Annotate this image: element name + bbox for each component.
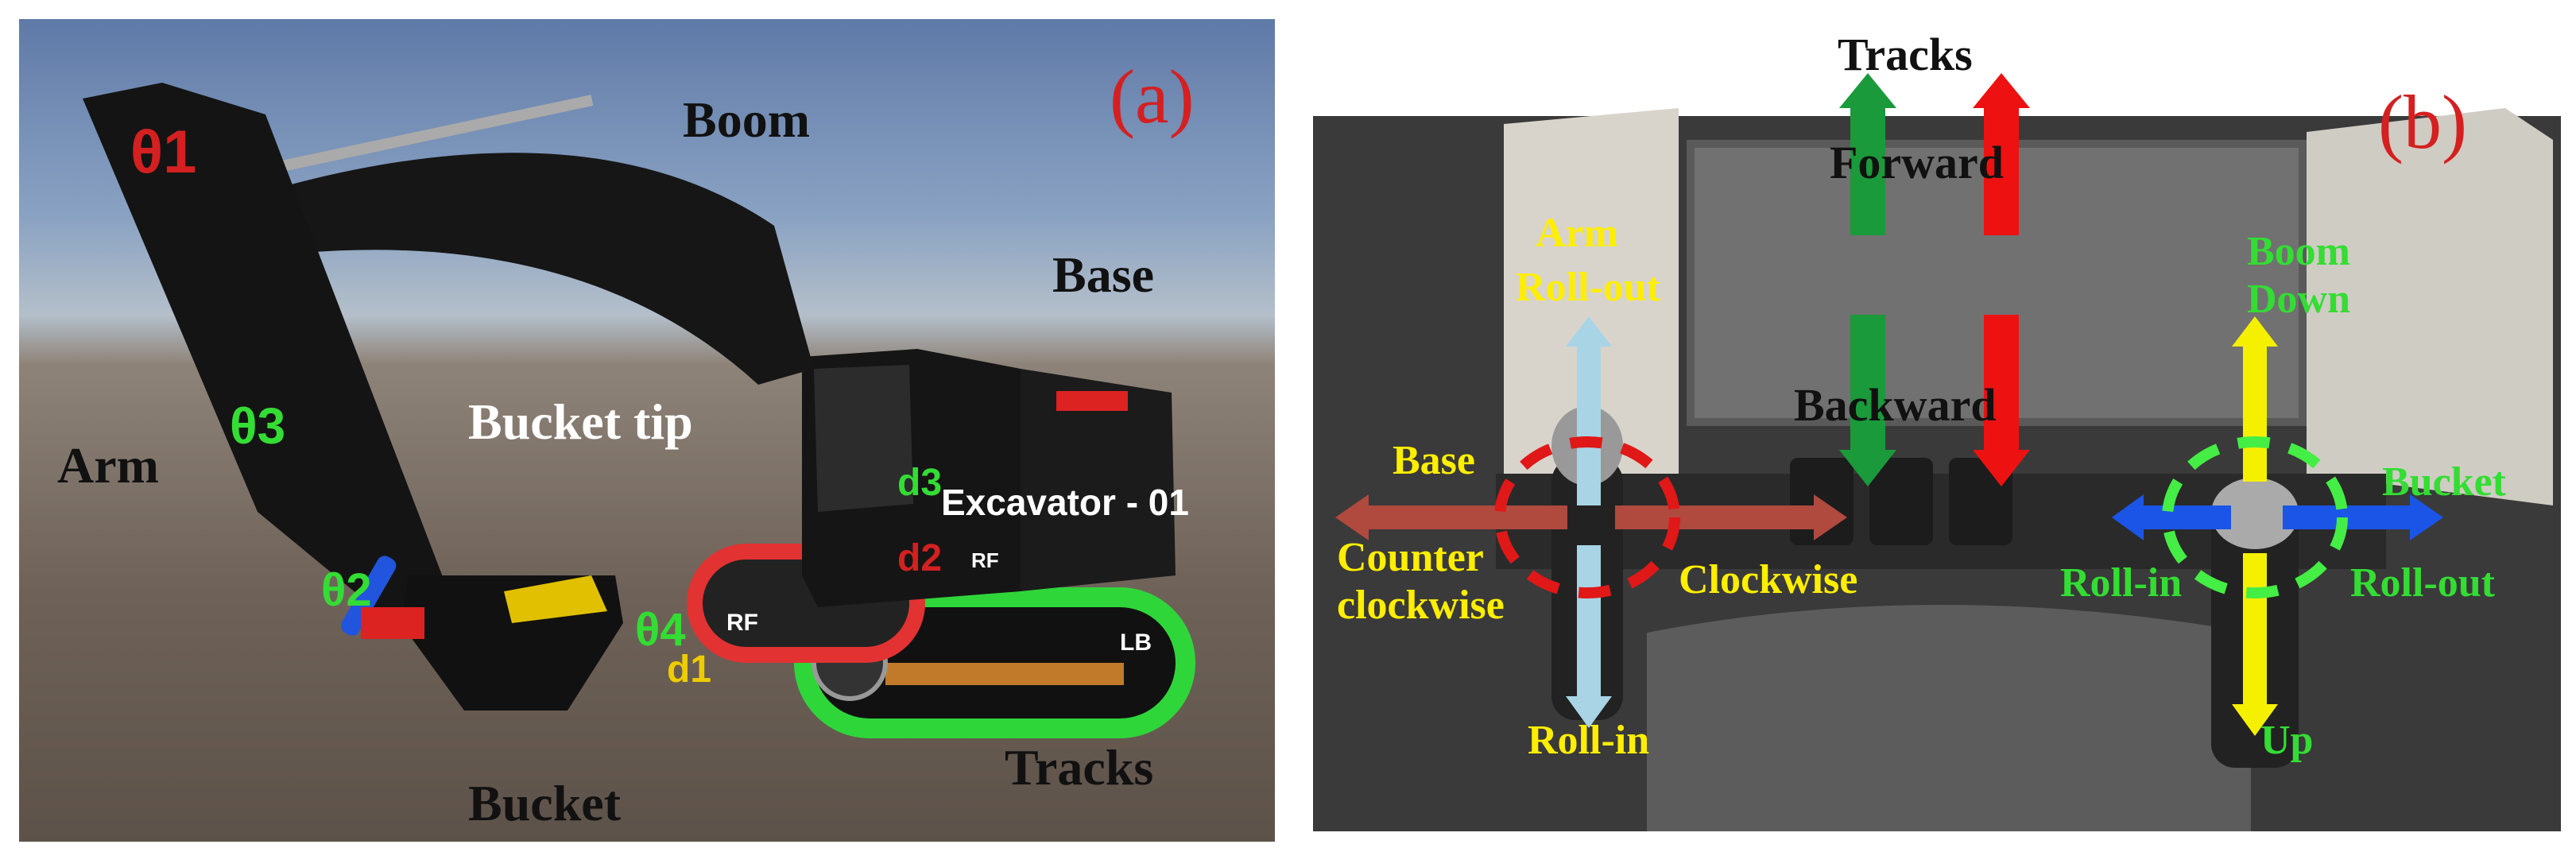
boom-down-arrow	[2232, 316, 2278, 482]
rf-cab-label: RF	[971, 548, 999, 572]
arm-label: Arm	[57, 437, 159, 494]
theta1-label: θ1	[130, 118, 197, 186]
bucket-tip-label: Bucket tip	[468, 393, 693, 450]
d2-label: d2	[897, 537, 943, 579]
cab-name-label: Excavator - 01	[941, 482, 1189, 523]
boom-up-label: Up	[2260, 718, 2314, 763]
panel-a-tag: (a)	[1110, 54, 1195, 139]
tracks-heading: Tracks	[1838, 29, 1973, 80]
left-joystick-dashed-circle	[1494, 436, 1680, 598]
backward-label: Backward	[1794, 379, 1997, 431]
d3-label: d3	[897, 462, 943, 504]
bucket-roll-out-label: Roll-out	[2350, 560, 2495, 606]
forward-arrow-green	[1839, 73, 1896, 235]
forward-label: Forward	[1830, 137, 2005, 188]
base-counterclockwise-arrow	[1335, 494, 1567, 540]
forward-arrow-red	[1973, 73, 2030, 235]
excavator-illustration	[83, 83, 1195, 738]
right-joystick-dashed-circle	[2162, 436, 2348, 598]
panel-a-simulation: (a) θ1 Boom Base Arm θ3 Bucket tip θ2 θ4…	[19, 19, 1275, 842]
boom-label: Boom	[683, 91, 810, 148]
excavator-base	[802, 349, 1176, 607]
rf-label: RF	[726, 610, 758, 636]
base-rotation-label: Base	[1393, 438, 1475, 483]
backward-arrow-red	[1973, 315, 2030, 486]
tracks-label: Tracks	[1005, 739, 1154, 796]
bucket-roll-in-label: Roll-in	[2060, 560, 2183, 606]
counter-clockwise-label: clockwise	[1337, 583, 1505, 628]
boom-label: Boom	[2247, 229, 2350, 274]
backward-arrow-green	[1839, 315, 1896, 486]
theta3-label: θ3	[230, 397, 286, 455]
bucket-roll-in-arrow	[2112, 494, 2231, 540]
panel-b-tag: (b)	[2378, 79, 2467, 165]
theta2-label: θ2	[321, 564, 372, 616]
arm-roll-out-label: Roll-out	[1516, 265, 1660, 310]
arm	[83, 83, 448, 623]
boom-up-arrow	[2232, 553, 2278, 736]
lb-label: LB	[1120, 629, 1152, 656]
clockwise-label: Clockwise	[1679, 557, 1858, 602]
theta4-label: θ4	[635, 604, 686, 656]
arm-roll-out-arrow	[1566, 316, 1612, 505]
boom-down-label: Down	[2247, 277, 2351, 322]
base-clockwise-arrow	[1615, 494, 1847, 540]
d1-label: d1	[667, 649, 712, 691]
panel-b-cabin-controls: (b) Tracks Forward Backward Arm Roll-out…	[1313, 29, 2561, 831]
cabin-controls-diagram	[1313, 29, 2561, 831]
arm-label: Arm	[1536, 211, 1618, 256]
arm-roll-in-arrow	[1566, 545, 1612, 728]
base-label: Base	[1052, 246, 1154, 303]
bucket-label: Bucket	[2382, 459, 2506, 505]
bucket-label: Bucket	[468, 775, 621, 831]
counter-label: Counter	[1337, 535, 1484, 580]
arm-roll-in-label: Roll-in	[1528, 718, 1650, 763]
boom	[218, 153, 814, 385]
